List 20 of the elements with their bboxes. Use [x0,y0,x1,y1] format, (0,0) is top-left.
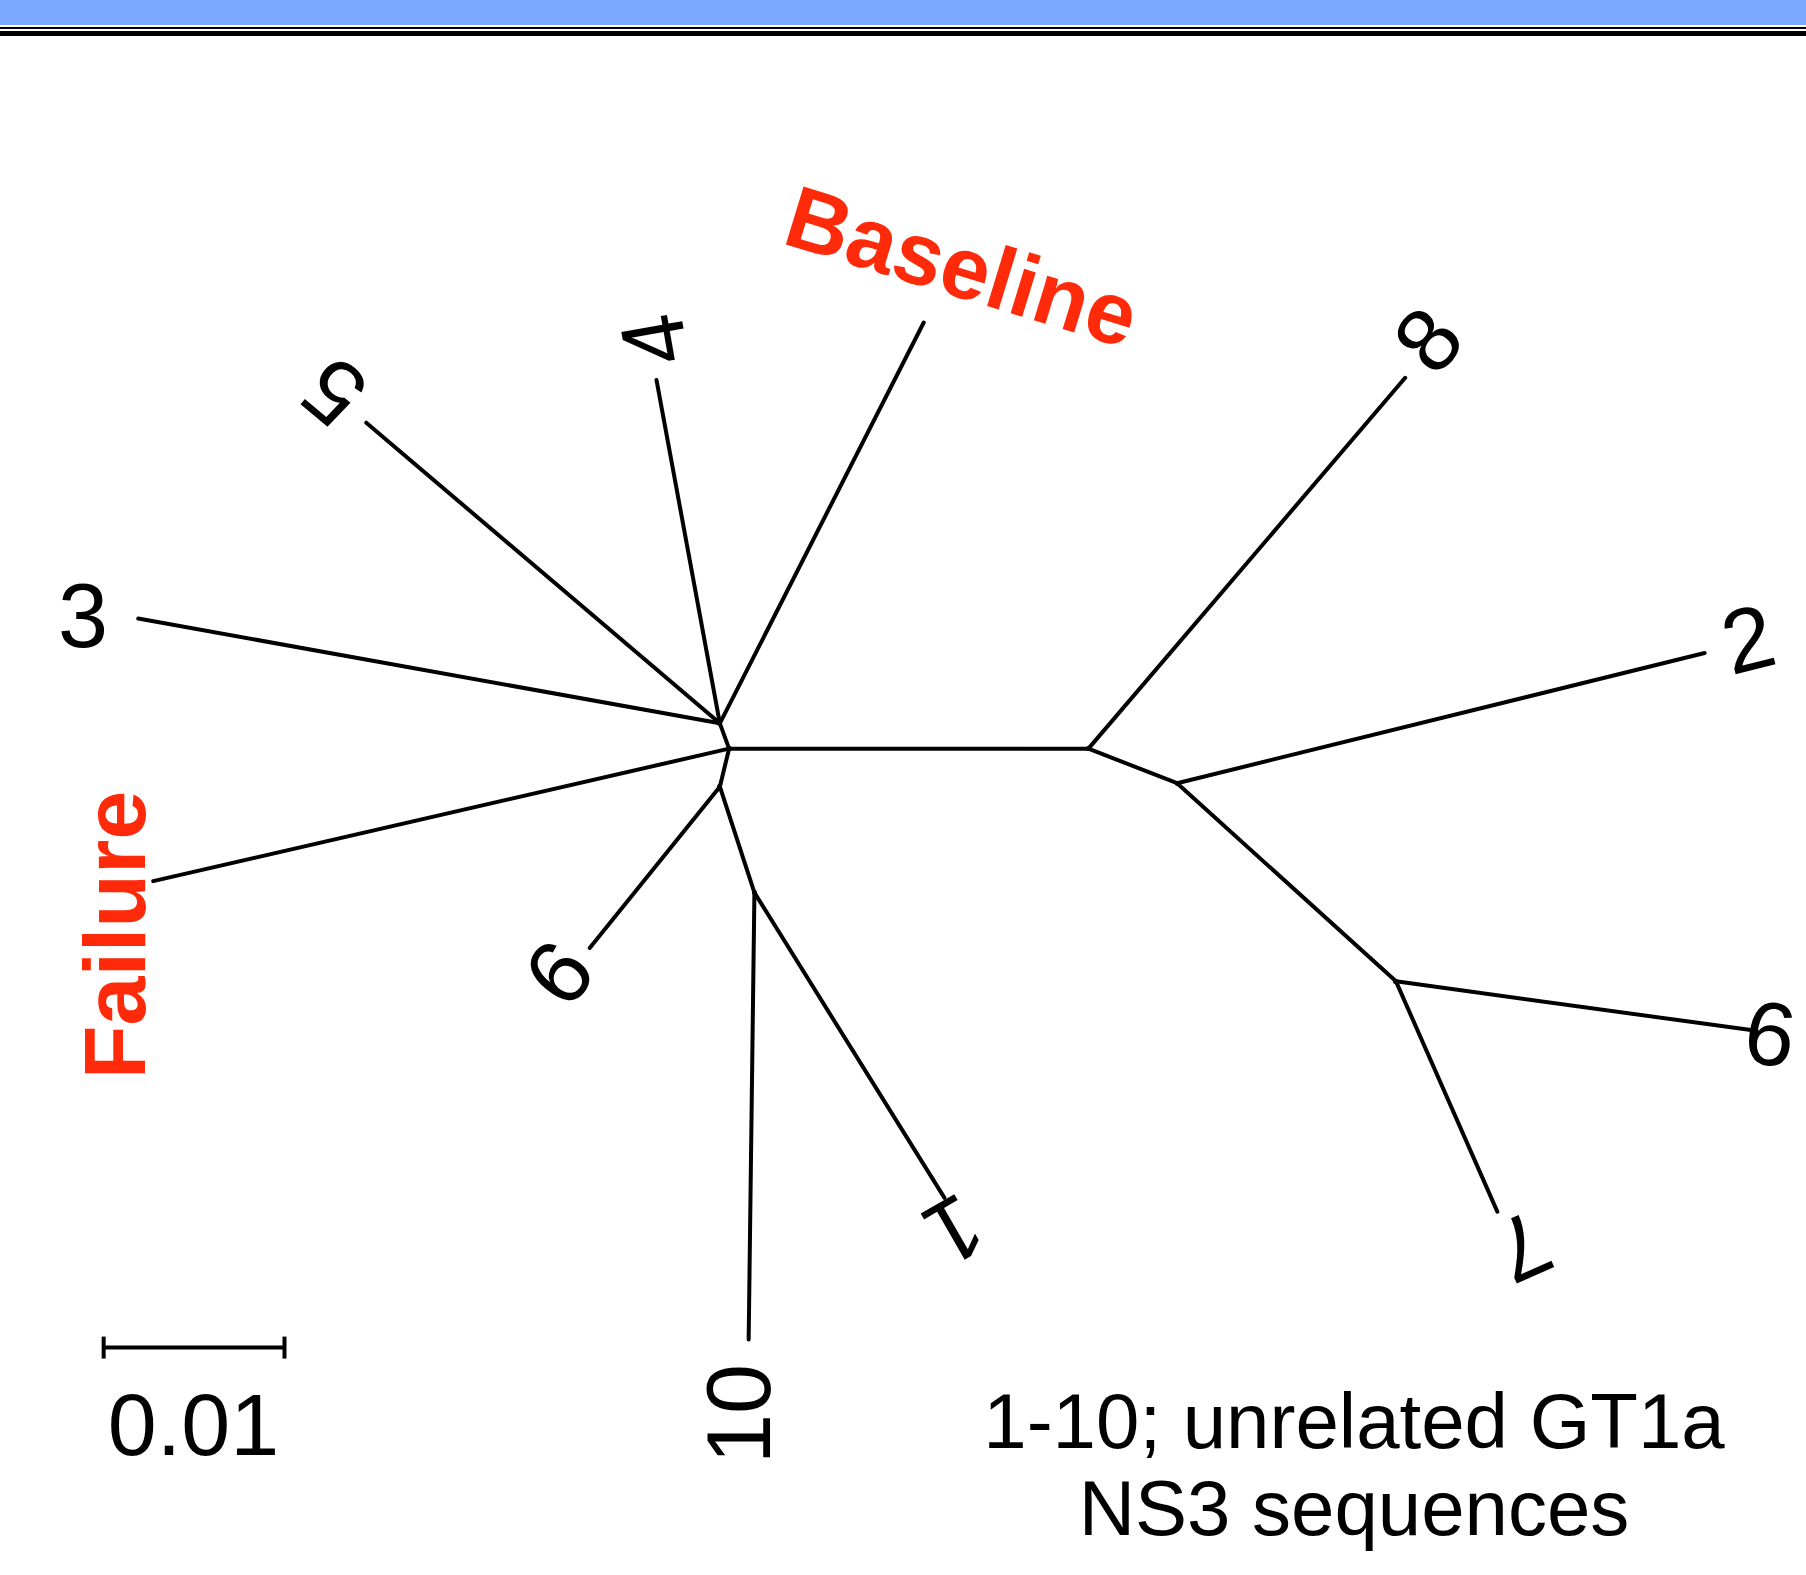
branch-point [1393,978,1399,984]
leaf-label: 5 [285,341,383,443]
leaf-label: 3 [57,571,108,662]
leaf-label: 9 [507,925,610,1021]
leaf-label: 7 [1481,1196,1564,1299]
branch-point [751,890,757,896]
tree-branch [1393,979,1500,1214]
leaf-label: 6 [1739,986,1802,1083]
leaf-label: 2 [1713,589,1784,689]
caption: 1-10; unrelated GT1a NS3 sequences [982,1378,1726,1553]
scale-value: 0.01 [107,1380,280,1469]
tree-branch [1175,781,1398,984]
group-label: Failure [71,791,160,1080]
tree-branch [717,320,926,726]
leaf-label: 1 [909,1178,998,1282]
branch-point [1085,746,1091,752]
leaf-label: 8 [1377,291,1479,388]
tree-branch [1086,375,1408,751]
leaf-label: 10 [694,1364,785,1465]
leaf-label: 4 [605,307,703,373]
